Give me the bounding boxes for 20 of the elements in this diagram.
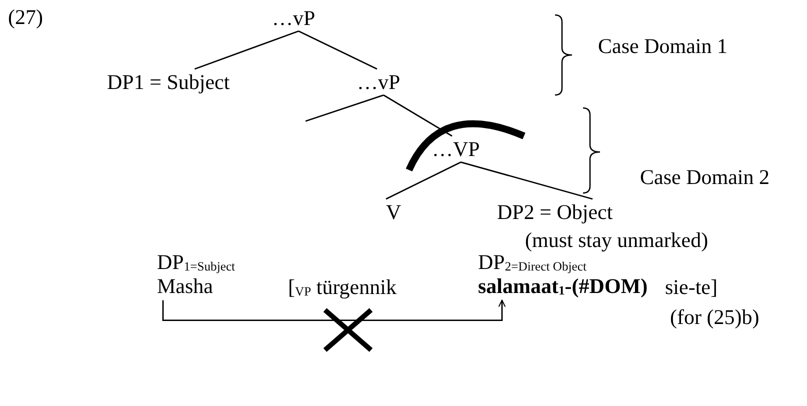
- tree-branch: [298, 30, 378, 70]
- phrase-node-label: …vP: [357, 70, 400, 94]
- phrase-node-label: …VP: [432, 137, 480, 162]
- note-text: (must stay unmarked): [525, 228, 708, 252]
- sentence-word: sie-te]: [665, 275, 718, 300]
- tree-branch: [305, 94, 384, 122]
- domain-label: Case Domain 1: [598, 34, 728, 58]
- phrase-node-label: …vP: [272, 6, 316, 30]
- note-text: (for (25)b): [670, 305, 760, 330]
- tree-branch: [383, 94, 452, 137]
- example-number: (27): [8, 5, 43, 30]
- tree-branch: [460, 161, 593, 200]
- tree-branch: [194, 30, 299, 70]
- domain-label: Case Domain 2: [640, 165, 770, 190]
- phrase-node-label: V: [386, 200, 402, 224]
- tree-branch: [386, 162, 462, 200]
- sentence-word: Masha: [157, 274, 214, 298]
- phrase-node-label: DP2 = Object: [497, 200, 614, 224]
- arrow: [162, 300, 506, 321]
- phrase-node-label: DP1 = Subject: [107, 70, 230, 94]
